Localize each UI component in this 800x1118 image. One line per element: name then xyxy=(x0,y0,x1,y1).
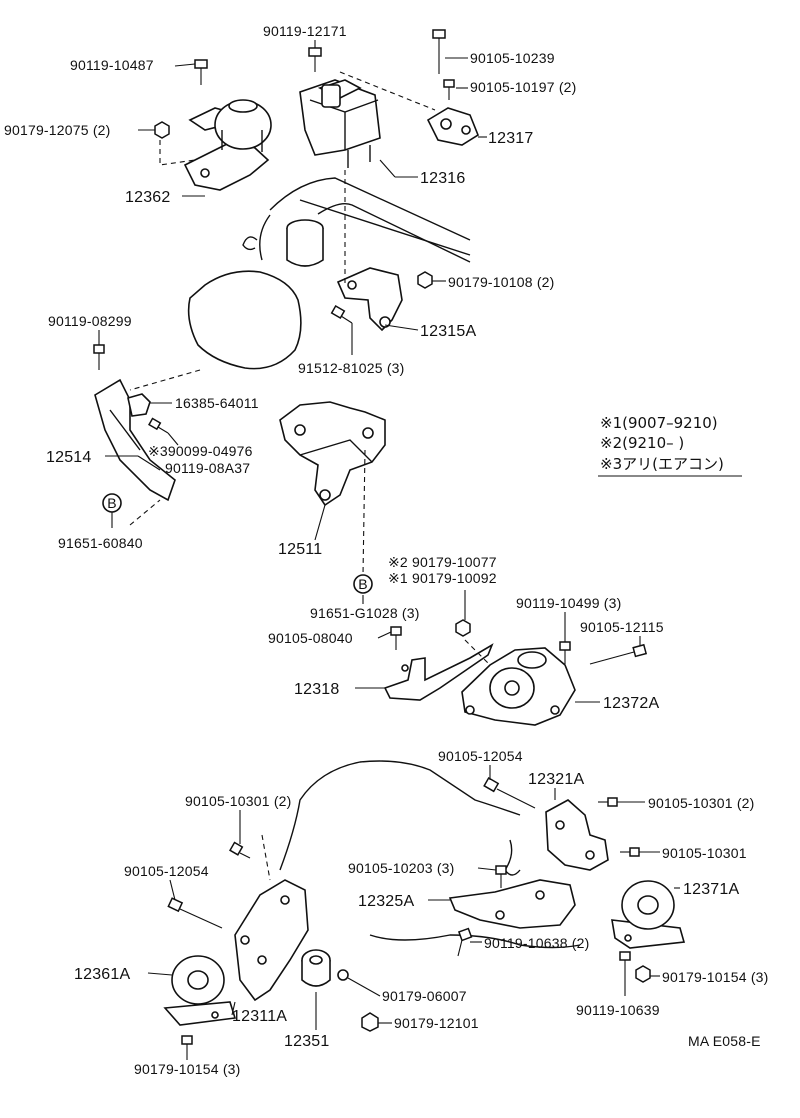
bolt-90105-10301-b-drawing xyxy=(620,847,640,857)
label-12316: 12316 xyxy=(420,170,466,187)
label-12361A: 12361A xyxy=(74,966,130,983)
bracket-12325A-drawing xyxy=(448,879,576,929)
label-12514: 12514 xyxy=(46,449,92,466)
label-90105-10301-left: 90105-10301 (2) xyxy=(185,793,292,809)
label-16385-64011: 16385-64011 xyxy=(175,395,259,411)
label-12371A: 12371A xyxy=(683,881,739,898)
part-labels: 90119-12171 90105-10239 90119-10487 9010… xyxy=(4,23,769,1077)
nut-90179-12101-drawing xyxy=(361,1012,379,1032)
bolt-90105-10203-drawing xyxy=(495,865,507,888)
label-90179-12075: 90179-12075 (2) xyxy=(4,122,111,138)
label-90105-10203: 90105-10203 (3) xyxy=(348,860,455,876)
marker-b-g1028: B xyxy=(353,574,373,594)
transmission-outline xyxy=(187,270,302,370)
label-12325A: 12325A xyxy=(358,893,414,910)
label-91651-60840: 91651-60840 xyxy=(58,535,143,551)
bolt-90119-10499-drawing xyxy=(559,641,571,664)
label-90179-12101: 90179-12101 xyxy=(394,1015,479,1031)
label-90105-10239: 90105-10239 xyxy=(470,50,555,66)
bolt-90105-10239-drawing xyxy=(432,29,446,74)
label-12311A: 12311A xyxy=(232,1008,287,1025)
washer-90179-06007-drawing xyxy=(337,969,349,981)
alignment-dashed-lines xyxy=(129,71,491,881)
label-90119-12171: 90119-12171 xyxy=(263,23,347,39)
label-90119-10499: 90119-10499 (3) xyxy=(516,595,621,611)
marker-b-label: B xyxy=(358,576,368,592)
label-90179-10077: ※2 90179-10077 xyxy=(388,554,497,570)
label-90099-04976: ※390099-04976 xyxy=(148,443,253,459)
bolt-90105-12054-left-drawing xyxy=(167,897,223,929)
label-90119-08A37: 90119-08A37 xyxy=(165,460,250,476)
cushion-12351-drawing xyxy=(301,949,331,987)
bolt-90099-04976-drawing xyxy=(148,417,169,434)
label-12317: 12317 xyxy=(488,130,534,147)
bracket-12311A-drawing xyxy=(234,879,309,1002)
label-90105-12054-left: 90105-12054 xyxy=(124,863,209,879)
label-12318: 12318 xyxy=(294,681,340,698)
bolt-90119-10638-drawing xyxy=(457,927,473,957)
bracket-12318-drawing xyxy=(383,626,494,701)
damper-16385-64011-drawing xyxy=(127,393,151,417)
label-91651-g1028: 91651-G1028 (3) xyxy=(310,605,420,621)
label-90105-12115: 90105-12115 xyxy=(580,619,664,635)
bolt-90119-10487-drawing xyxy=(194,59,208,85)
label-12315A: 12315A xyxy=(420,323,476,340)
nut-90179-12075-drawing xyxy=(154,121,170,139)
label-12372A: 12372A xyxy=(603,695,659,712)
bolt-90105-10197-drawing xyxy=(443,79,455,100)
bolt-90105-12054-top-drawing xyxy=(483,777,536,809)
bolt-90105-10301-c-drawing xyxy=(229,841,251,859)
label-90119-10638: 90119-10638 (2) xyxy=(484,935,589,951)
nut-90179-10108-drawing xyxy=(417,271,433,289)
mount-bracket-12316-drawing xyxy=(299,79,381,168)
label-90179-06007: 90179-06007 xyxy=(382,988,467,1004)
label-90179-10154-bottom: 90179-10154 (3) xyxy=(134,1061,241,1077)
label-90105-10301-right: 90105-10301 (2) xyxy=(648,795,755,811)
drawing-code: MA E058-E xyxy=(688,1033,761,1049)
label-12351: 12351 xyxy=(284,1033,330,1050)
bolt-90105-12115-drawing xyxy=(589,643,648,665)
label-91512-81025: 91512-81025 (3) xyxy=(298,360,405,376)
notes-legend: ※1(9007–9210) ※2(9210– ) ※3アリ(エアコン) xyxy=(598,414,742,477)
engine-mount-12361A-drawing xyxy=(163,955,237,1055)
label-12321A: 12321A xyxy=(528,771,584,788)
label-90119-10487: 90119-10487 xyxy=(70,57,154,73)
label-12362: 12362 xyxy=(125,189,171,206)
note-2: ※2(9210– ) xyxy=(600,434,684,452)
label-90119-08299: 90119-08299 xyxy=(48,313,132,329)
note-3: ※3アリ(エアコン) xyxy=(600,455,724,473)
engine-block-outline xyxy=(242,177,471,267)
engine-mount-12362-drawing xyxy=(183,99,272,191)
label-90179-10108: 90179-10108 (2) xyxy=(448,274,555,290)
label-90119-10639: 90119-10639 xyxy=(576,1002,660,1018)
bracket-12321A-drawing xyxy=(545,799,609,871)
note-1: ※1(9007–9210) xyxy=(600,414,718,432)
bracket-12511-drawing xyxy=(279,401,386,507)
bracket-12315A-drawing xyxy=(330,267,403,332)
bolt-90119-12171-drawing xyxy=(308,47,322,72)
marker-b-60840: B xyxy=(102,493,122,513)
label-12511: 12511 xyxy=(278,541,322,558)
bracket-12514-drawing xyxy=(93,344,176,502)
leader-lines xyxy=(98,40,680,1060)
label-90105-08040: 90105-08040 xyxy=(268,630,353,646)
label-90179-10154-right: 90179-10154 (3) xyxy=(662,969,769,985)
engine-mount-12371A-drawing xyxy=(611,880,686,983)
label-90179-10092: ※1 90179-10092 xyxy=(388,570,497,586)
nut-90179-10077-drawing xyxy=(455,619,471,637)
label-90105-10301: 90105-10301 xyxy=(662,845,747,861)
bracket-12317-drawing xyxy=(426,107,479,146)
label-90105-10197: 90105-10197 (2) xyxy=(470,79,577,95)
marker-b-label: B xyxy=(107,495,117,511)
label-90105-12054-top: 90105-12054 xyxy=(438,748,523,764)
bolt-90105-10301-a-drawing xyxy=(598,797,618,807)
engine-mount-12372A-drawing xyxy=(461,647,576,726)
